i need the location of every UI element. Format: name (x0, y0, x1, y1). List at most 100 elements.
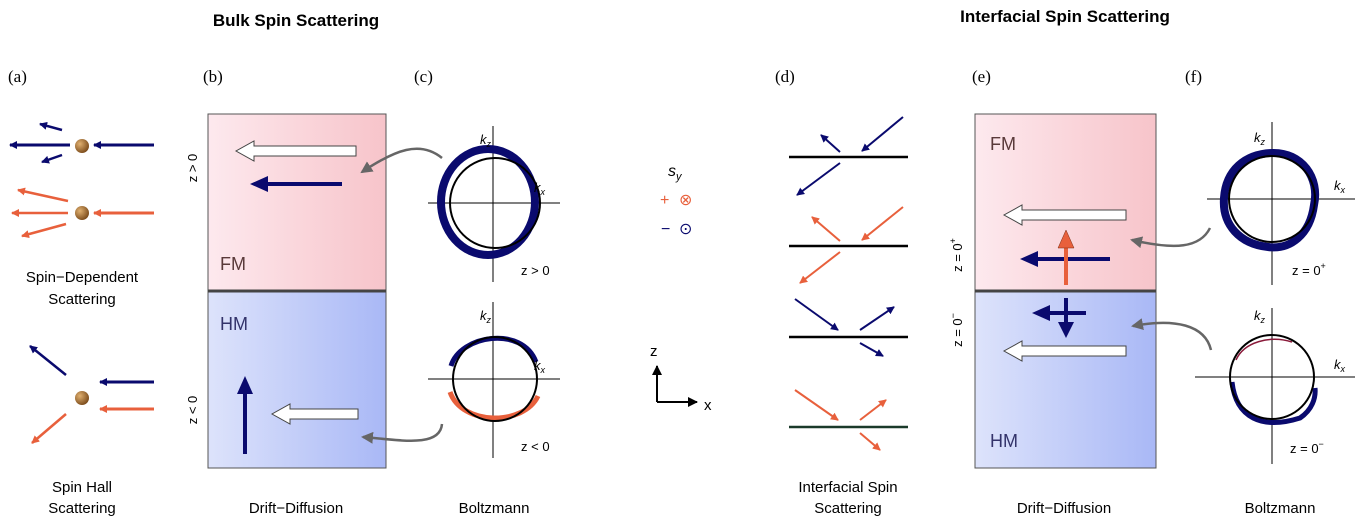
kz-label: kz (1254, 130, 1266, 147)
fm-layer (207, 113, 387, 292)
reflected-arrow-orange (811, 216, 841, 242)
reflected-arrow-orange (859, 399, 887, 421)
incident-arrow-navy (861, 116, 904, 152)
z-zero-minus-label: z = 0− (948, 313, 965, 347)
fermi-circle (452, 336, 538, 422)
caption-a-top-line2: Scattering (48, 291, 116, 308)
distribution-contour-navy (1219, 148, 1320, 252)
impurity-ball (75, 206, 89, 220)
z-negative-label: z < 0 (185, 396, 200, 425)
spin-current-arrowhead (1032, 305, 1050, 321)
transmitted-arrow-navy (859, 342, 884, 357)
panel-e-drift-diffusion: FM HM z = 0+ z = 0− Drift−Diffusion (948, 113, 1157, 517)
transmitted-arrow-orange (799, 251, 841, 284)
fm-label: FM (220, 254, 246, 274)
scattered-arrow-navy (29, 345, 67, 376)
c-bot-condition: z < 0 (521, 439, 550, 454)
hm-label: HM (990, 431, 1018, 451)
c-top-condition: z > 0 (521, 263, 550, 278)
panel-f-boltzmann: kz kx z = 0+ kz kx z = 0− Boltzmann (1195, 122, 1355, 517)
legend-title: sy (668, 163, 683, 183)
panel-label-a: (a) (8, 67, 27, 86)
panel-label-c: (c) (414, 67, 433, 86)
caption-d-line2: Scattering (814, 500, 882, 517)
kx-label: kx (534, 358, 546, 375)
panel-label-b: (b) (203, 67, 223, 86)
caption-a-top-line1: Spin−Dependent (26, 269, 139, 286)
panel-a-spin-hall: Spin Hall Scattering (29, 345, 154, 517)
fermi-circle (449, 157, 541, 249)
spin-arrowhead-navy (1058, 322, 1074, 338)
fm-label: FM (990, 134, 1016, 154)
scattered-arrow-navy (39, 121, 63, 132)
legend-plus-symbol: ⊗ (679, 192, 692, 209)
panel-d-interfacial: Interfacial Spin Scattering (789, 116, 908, 517)
panel-label-f: (f) (1185, 67, 1202, 86)
distribution-contour-navy (437, 145, 539, 259)
legend-minus: − (661, 221, 670, 238)
coordinate-axes: z x (650, 343, 712, 414)
f-bot-condition: z = 0− (1290, 439, 1324, 456)
legend-plus: + (660, 192, 669, 209)
caption-b: Drift−Diffusion (249, 500, 343, 517)
z-axis-label: z (650, 343, 658, 360)
f-top-condition: z = 0+ (1292, 261, 1326, 278)
bulk-title: Bulk Spin Scattering (213, 11, 379, 30)
distribution-contour-thin (1235, 338, 1293, 361)
spin-arrowhead-orange (1057, 229, 1075, 249)
transmitted-arrow-navy (796, 162, 841, 196)
z-positive-label: z > 0 (185, 154, 200, 183)
caption-d-line1: Interfacial Spin (798, 479, 897, 496)
incident-arrow-orange (861, 206, 904, 241)
caption-a-bot-line2: Scattering (48, 500, 116, 517)
kz-label: kz (480, 308, 492, 325)
hollow-arrow-left (234, 140, 357, 162)
caption-c: Boltzmann (459, 500, 530, 517)
interfacial-title: Interfacial Spin Scattering (960, 7, 1170, 26)
z-zero-plus-label: z = 0+ (948, 238, 965, 272)
incident-arrow-orange (794, 389, 839, 421)
kx-label: kx (534, 180, 546, 197)
hm-label: HM (220, 314, 248, 334)
x-axis-label: x (704, 397, 712, 414)
impurity-ball (75, 391, 89, 405)
hollow-arrow-left (270, 403, 359, 425)
caption-a-bot-line1: Spin Hall (52, 479, 112, 496)
incident-arrow-navy (794, 298, 839, 331)
hollow-arrow-left (1002, 340, 1127, 362)
scattered-arrow-navy (41, 153, 63, 164)
impurity-ball (75, 139, 89, 153)
caption-e: Drift−Diffusion (1017, 500, 1111, 517)
connector-arrow (361, 423, 444, 444)
spin-legend: sy + ⊗ − ⊙ (660, 163, 692, 238)
kz-label: kz (480, 132, 492, 149)
panel-a-spin-dependent: Spin−Dependent Scattering (9, 121, 154, 308)
fermi-circle (1228, 155, 1316, 243)
scattered-arrow-orange (31, 413, 67, 444)
legend-minus-symbol: ⊙ (679, 221, 692, 238)
kx-label: kx (1334, 178, 1346, 195)
panel-label-e: (e) (972, 67, 991, 86)
caption-f: Boltzmann (1245, 500, 1316, 517)
distribution-contour-orange (447, 390, 541, 421)
spin-current-arrowhead (250, 176, 268, 192)
distribution-contour-navy (1229, 381, 1318, 425)
kx-label: kx (1334, 357, 1346, 374)
reflected-arrow-navy (820, 134, 841, 153)
scattered-arrow-orange (21, 222, 67, 239)
connector-arrow (360, 147, 443, 174)
transmitted-arrow-orange (859, 432, 881, 451)
distribution-contour-navy (448, 335, 539, 367)
kz-label: kz (1254, 308, 1266, 325)
panel-label-d: (d) (775, 67, 795, 86)
reflected-arrow-navy (859, 306, 895, 331)
spin-current-arrowhead (1020, 251, 1038, 267)
hollow-arrow-left (1002, 204, 1127, 226)
scattered-arrow-orange (17, 187, 69, 203)
connector-arrow (1131, 318, 1213, 351)
panel-c-boltzmann: kz kx z > 0 kz kx z < 0 Boltzmann (428, 126, 560, 517)
spin-accumulation-arrowhead (237, 376, 253, 394)
connector-arrow (1130, 227, 1212, 249)
hm-layer (207, 290, 387, 469)
